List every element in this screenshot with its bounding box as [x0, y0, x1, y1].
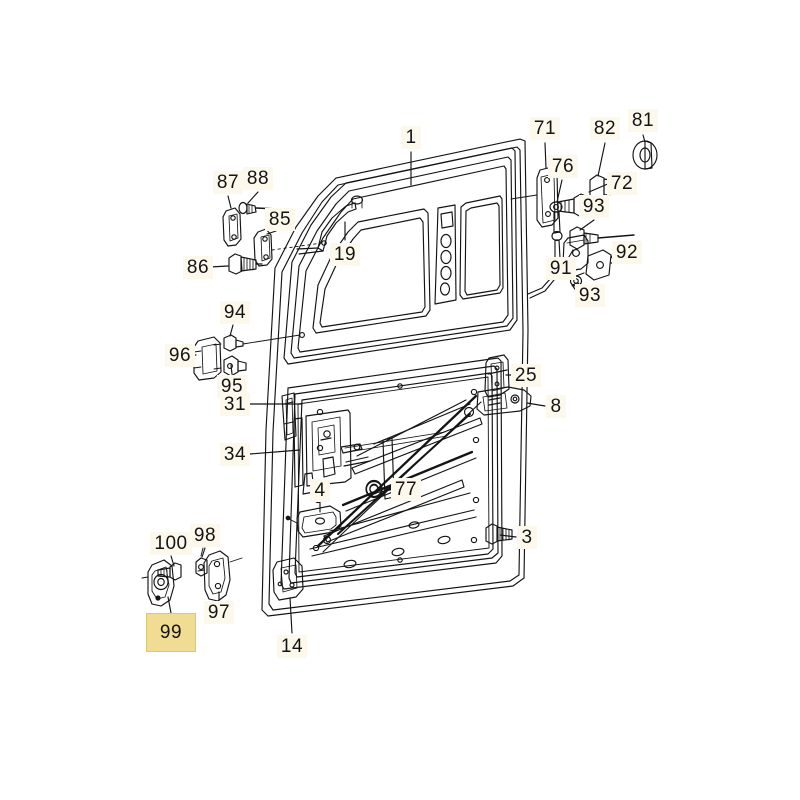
callout-95[interactable]: 95 [202, 372, 262, 400]
callout-72[interactable]: 72 [592, 169, 652, 197]
callout-number: 94 [219, 300, 251, 324]
callout-1[interactable]: 1 [381, 123, 441, 151]
callout-number: 85 [264, 207, 296, 231]
callout-14[interactable]: 14 [262, 632, 322, 660]
callout-87[interactable]: 87 [198, 168, 258, 196]
part-77-grommet [365, 479, 383, 499]
part-94-pin [223, 334, 244, 352]
window-opening-right [459, 195, 504, 300]
callout-number: 77 [390, 477, 422, 501]
callout-number: 8 [546, 394, 566, 418]
part-100-bolt [157, 562, 182, 581]
callout-number: 98 [189, 523, 221, 547]
callout-98[interactable]: 98 [175, 521, 235, 549]
callout-85[interactable]: 85 [250, 205, 310, 233]
callout-number: 3 [517, 525, 537, 549]
door-outer-skin [261, 138, 529, 617]
callout-number: 14 [276, 634, 308, 658]
lower-stiffener-bead [309, 492, 477, 569]
callout-31[interactable]: 31 [205, 390, 265, 418]
part-34-door-latch-assembly [293, 409, 448, 495]
callout-number: 1 [401, 125, 421, 149]
callout-93[interactable]: 93 [564, 192, 624, 220]
callout-34[interactable]: 34 [205, 440, 265, 468]
callout-76[interactable]: 76 [533, 152, 593, 180]
callout-number: 100 [150, 531, 192, 555]
callout-number: 95 [216, 374, 248, 398]
lower-door-panel [280, 357, 503, 590]
part-87-link-plate [222, 207, 242, 247]
callout-93[interactable]: 93 [560, 281, 620, 309]
window-regulator-mechanism [316, 394, 483, 553]
part-86-bolt [228, 253, 263, 275]
callout-number: 25 [510, 363, 542, 387]
callout-82[interactable]: 82 [575, 114, 635, 142]
callout-25[interactable]: 25 [496, 361, 556, 389]
callout-96[interactable]: 96 [150, 341, 210, 369]
callout-number: 87 [212, 170, 244, 194]
part-76-rod-end [527, 201, 563, 299]
callout-77[interactable]: 77 [376, 475, 436, 503]
callout-number: 81 [627, 108, 659, 132]
part-3-bolt [485, 523, 513, 545]
callout-number: 97 [203, 600, 235, 624]
callout-91[interactable]: 91 [531, 254, 591, 282]
part-8-roller-arm [476, 386, 532, 416]
callout-92[interactable]: 92 [597, 238, 657, 266]
callout-number: 91 [545, 256, 577, 280]
callout-number: 82 [589, 116, 621, 140]
callout-number: 99 [145, 612, 197, 652]
callout-number: 4 [310, 478, 330, 502]
callout-number: 72 [606, 171, 638, 195]
callout-number: 19 [329, 242, 361, 266]
part-95-pin [223, 355, 247, 377]
callout-number: 93 [578, 194, 610, 218]
part-99-roller-guide [141, 559, 175, 607]
part-97-roller-bracket [197, 550, 243, 602]
callout-number: 93 [574, 283, 606, 307]
part-85-link-plate [253, 228, 273, 267]
callout-99-highlighted[interactable]: 99 [141, 612, 201, 652]
callout-81[interactable]: 81 [613, 106, 673, 134]
callout-number: 34 [219, 442, 251, 466]
part-98-bolt [195, 547, 208, 577]
callout-number: 31 [219, 392, 251, 416]
callout-100[interactable]: 100 [141, 529, 201, 557]
callout-71[interactable]: 71 [515, 114, 575, 142]
part-91-bracket [562, 234, 589, 272]
part-25-upper-roller-bracket [484, 354, 510, 398]
callout-86[interactable]: 86 [168, 253, 228, 281]
callout-97[interactable]: 97 [189, 598, 249, 626]
callout-number: 96 [164, 343, 196, 367]
callout-8[interactable]: 8 [526, 392, 586, 420]
callout-88[interactable]: 88 [228, 164, 288, 192]
callout-number: 86 [182, 255, 214, 279]
center-pillar-detail [434, 204, 457, 305]
callout-3[interactable]: 3 [497, 523, 557, 551]
part-4-inside-handle [285, 505, 342, 538]
callout-4[interactable]: 4 [290, 476, 350, 504]
callout-number: 71 [529, 116, 561, 140]
callout-number: 88 [242, 166, 274, 190]
part-81-cap [632, 140, 658, 170]
callout-94[interactable]: 94 [205, 298, 265, 326]
callout-number: 76 [547, 154, 579, 178]
part-14-lower-hinge [272, 557, 304, 601]
callout-number: 92 [611, 240, 643, 264]
window-frame-upper [283, 147, 518, 365]
callout-19[interactable]: 19 [315, 240, 375, 268]
